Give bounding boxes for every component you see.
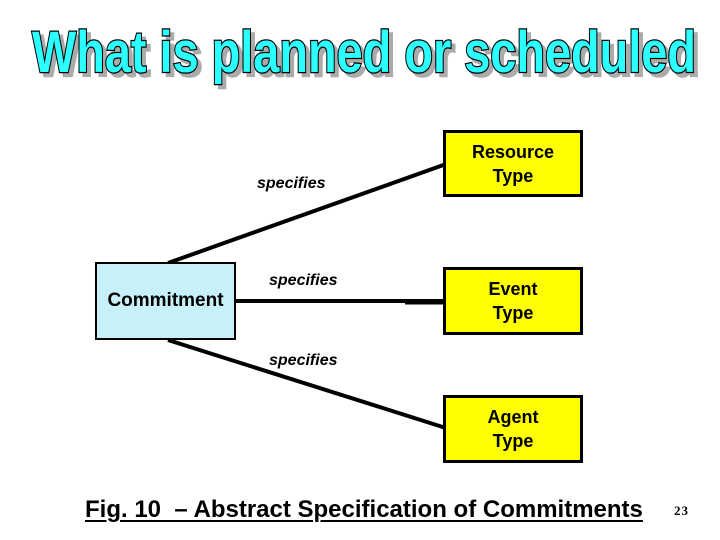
node-agent-type: Agent Type	[443, 395, 583, 463]
edge-label-specifies-event: specifies	[269, 272, 338, 289]
slide-title: What is planned or scheduled	[32, 20, 696, 85]
node-commitment: Commitment	[95, 262, 236, 340]
slide-title-shadow: What is planned or scheduled	[36, 24, 700, 89]
node-event-type: Event Type	[443, 267, 583, 335]
edge-label-specifies-resource: specifies	[257, 175, 326, 192]
node-resource-type: Resource Type	[443, 130, 583, 197]
figure-caption: Fig. 10 – Abstract Specification of Comm…	[85, 496, 643, 523]
edge-label-specifies-agent: specifies	[269, 352, 338, 369]
slide-title-wordart: What is planned or scheduled What is pla…	[31, 19, 702, 91]
slide-page-number: 23	[674, 503, 689, 518]
